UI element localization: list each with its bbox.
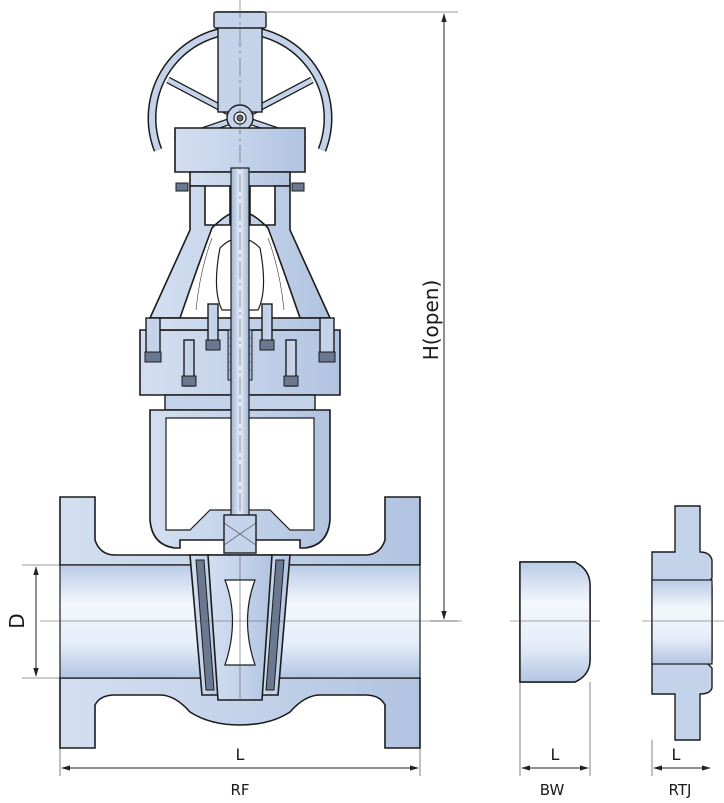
bw-end — [510, 561, 600, 683]
label-height: H(open) — [419, 280, 443, 361]
bonnet-bolts — [144, 303, 336, 387]
wedge — [189, 554, 291, 701]
label-length-rf: L — [236, 745, 245, 764]
rtj-end — [642, 505, 724, 741]
dimension-h — [262, 11, 458, 622]
dimension-l-rf — [59, 748, 421, 776]
label-rf: RF — [230, 781, 249, 799]
dimension-l-rtj — [651, 740, 711, 776]
label-length-rtj: L — [672, 745, 681, 764]
label-diameter: D — [5, 613, 29, 628]
label-rtj: RTJ — [669, 781, 692, 799]
body — [59, 496, 421, 566]
handwheel — [147, 11, 333, 152]
label-bw: BW — [540, 781, 565, 799]
label-length-bw: L — [551, 745, 560, 764]
dimension-d — [22, 564, 62, 679]
body-lower — [59, 677, 421, 749]
yoke — [148, 185, 332, 319]
main-valve — [40, 0, 462, 749]
dimension-l-bw — [519, 682, 591, 776]
